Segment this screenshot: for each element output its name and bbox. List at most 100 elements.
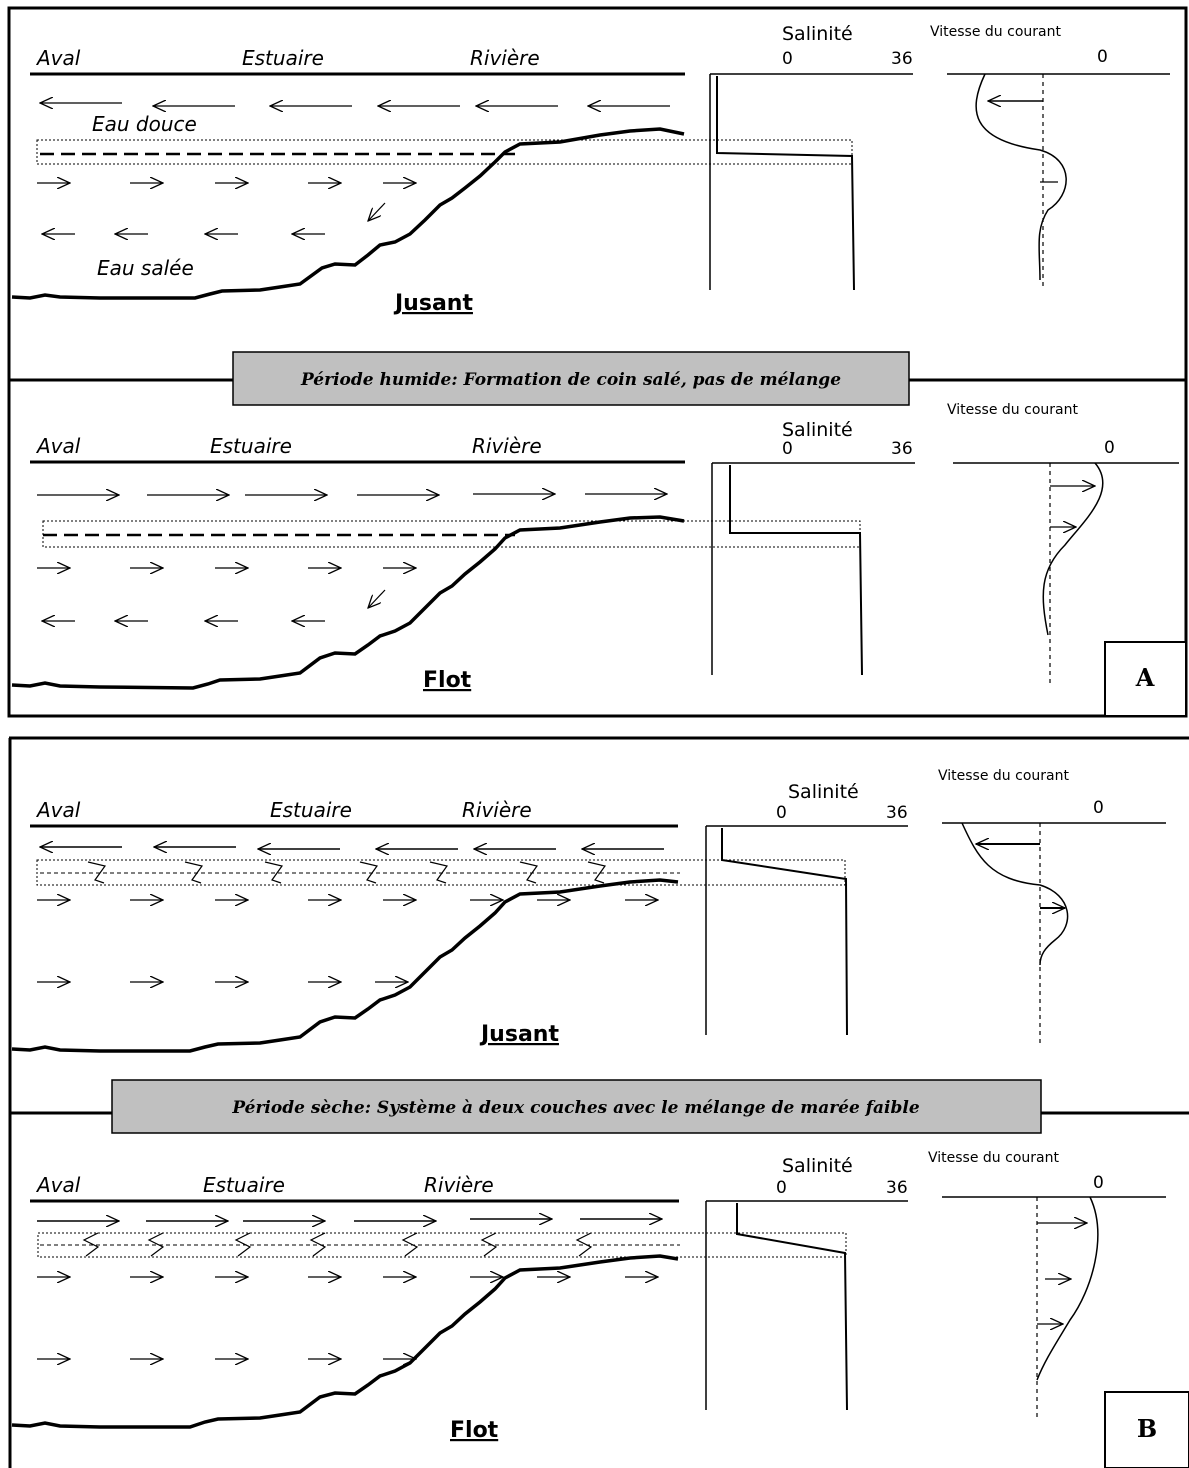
salinity-title: Salinité [782,23,853,45]
eddy-icon [359,861,379,884]
salinity-min: 0 [776,803,787,823]
velocity-profile: Vitesse du courant 0 [930,24,1170,290]
salinity-title: Salinité [788,781,859,803]
label-riviere: Rivière [424,1173,494,1197]
eddy-icon [147,1232,165,1257]
label-estuaire: Estuaire [270,798,352,822]
banner-box [111,1079,1042,1134]
halocline-box [36,139,853,165]
salinity-min: 0 [782,49,793,69]
deep-arrows [37,568,416,621]
eddy-icon [587,861,607,884]
velocity-title: Vitesse du courant [930,24,1061,40]
eddy-icon [480,1232,498,1257]
label-riviere: Rivière [472,434,542,458]
label-aval: Aval [35,434,81,458]
velocity-curve [1042,462,1104,636]
eddy-icon [519,861,539,884]
velocity-curve [1036,1196,1099,1381]
eddy-icon [82,1232,100,1257]
mixing-layer-box [36,859,846,886]
salinity-max: 36 [886,1178,908,1198]
deep-arrows [37,183,416,234]
panel-b-flot: Aval Estuaire Rivière [11,1150,1166,1443]
phase-label: Flot [423,668,472,693]
label-riviere: Rivière [470,46,540,70]
label-aval: Aval [35,46,81,70]
salinity-profile: Salinité 0 36 [711,419,915,676]
eddy-icon [575,1232,593,1257]
surface-arrows [37,1219,662,1221]
eddy-icon [401,1232,419,1257]
phase-label: Flot [450,1418,499,1443]
velocity-profile: Vitesse du courant 0 [928,1150,1166,1420]
eddy-icon [429,861,449,884]
banner-text: Période sèche: Système à deux couches av… [231,1098,920,1118]
salinity-max: 36 [891,439,913,459]
label-eau-salee: Eau salée [97,256,194,280]
surface-arrows [37,494,667,495]
riverbed-profile [11,878,679,1053]
panel-label: A [1135,663,1155,692]
label-eau-douce: Eau douce [92,112,197,136]
panel-label-box [1104,641,1187,717]
eddy-icon [234,1232,252,1257]
velocity-curve [961,822,1069,966]
velocity-curve [975,73,1067,281]
riverbed-profile [11,515,685,690]
eddy-icon [184,861,204,884]
phase-label: Jusant [479,1022,559,1047]
velocity-profile: Vitesse du courant 0 [947,402,1179,685]
deep-arrows [37,900,658,982]
flow-arrow [368,589,386,608]
salinity-title: Salinité [782,419,853,441]
salinity-min: 0 [776,1178,787,1198]
salinity-min: 0 [782,439,793,459]
panel-b: Aval Estuaire Rivière [8,736,1189,1468]
salinity-curve [729,465,863,676]
salinity-max: 36 [891,49,913,69]
riverbed-profile [11,127,685,300]
banner-box [232,351,910,406]
panel-a-jusant: Aval Estuaire Rivière Eau douce [11,23,1170,316]
mixing-layer-box [37,1232,847,1258]
eddy-icon [309,1232,327,1257]
salinity-curve [721,828,848,1036]
salinity-max: 36 [886,803,908,823]
panel-b-jusant: Aval Estuaire Rivière [11,768,1166,1053]
surface-arrows [40,847,664,849]
label-riviere: Rivière [462,798,532,822]
velocity-profile: Vitesse du courant 0 [938,768,1166,1045]
velocity-zero: 0 [1104,438,1115,458]
flow-arrow [368,202,386,221]
velocity-title: Vitesse du courant [938,768,1069,784]
salinity-profile: Salinité 0 36 [709,23,913,291]
panel-a-flot: Aval Estuaire Rivière [11,402,1179,693]
panel-a: Aval Estuaire Rivière Eau douce [7,6,1188,718]
velocity-title: Vitesse du courant [947,402,1078,418]
mixing-eddies [87,861,607,884]
panel-label: B [1137,1414,1157,1443]
banner-text: Période humide: Formation de coin salé, … [300,370,841,390]
surface-arrows [40,103,670,106]
label-aval: Aval [35,798,81,822]
salinity-title: Salinité [782,1155,853,1177]
salinity-curve [736,1203,848,1411]
velocity-zero: 0 [1097,47,1108,67]
velocity-title: Vitesse du courant [928,1150,1059,1166]
riverbed-profile [11,1254,679,1429]
deep-arrows [37,1277,658,1359]
panel-label-box [1104,1391,1189,1468]
label-estuaire: Estuaire [242,46,324,70]
salinity-curve [716,76,855,291]
label-estuaire: Estuaire [203,1173,285,1197]
velocity-zero: 0 [1093,798,1104,818]
salinity-profile: Salinité 0 36 [705,781,908,1036]
salinity-profile: Salinité 0 36 [705,1155,908,1411]
mixing-eddies [82,1232,593,1257]
velocity-zero: 0 [1093,1173,1104,1193]
label-aval: Aval [35,1173,81,1197]
phase-label: Jusant [393,291,473,316]
eddy-icon [87,861,107,884]
